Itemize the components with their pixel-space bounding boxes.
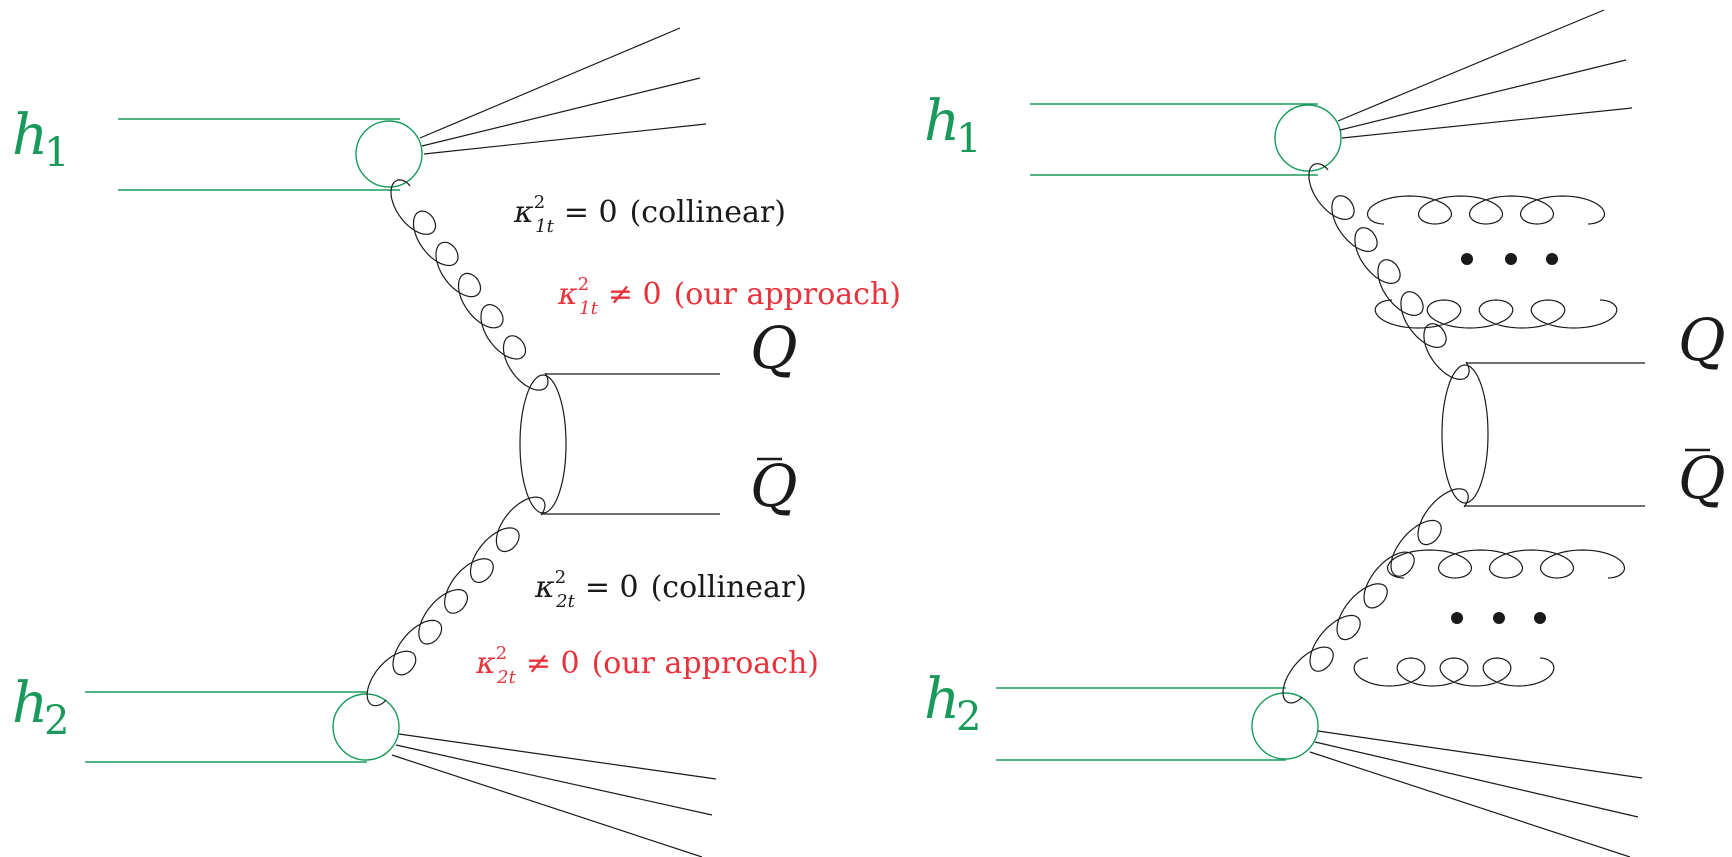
svg-text:h: h [924, 89, 960, 154]
svg-text:h: h [12, 671, 48, 736]
hadron-1-blob [355, 120, 423, 188]
hadron-2-beam-right [996, 687, 1319, 761]
svg-text:2: 2 [44, 698, 69, 744]
hadron-1-blob-right [1274, 104, 1342, 172]
quark-label-right: Q [1678, 306, 1726, 374]
quark-pair [519, 373, 720, 515]
ellipsis-top [1461, 253, 1558, 265]
hadron-2-beam [85, 691, 400, 763]
quark-pair-right [1441, 362, 1645, 507]
quark-label: Q [750, 314, 798, 382]
hadron-1-label-right: h 1 [924, 89, 981, 162]
hadron-1-remnants-right [1337, 9, 1633, 139]
svg-text:h: h [12, 103, 48, 168]
gluon-2-right [1282, 488, 1469, 704]
svg-text:2: 2 [956, 694, 981, 740]
antiquark-label: Q [750, 452, 798, 520]
hadron-2-blob-right [1251, 692, 1319, 760]
hadron-1-remnants [419, 27, 707, 155]
hadron-2-remnants-right [1309, 730, 1643, 857]
svg-text:Q: Q [750, 452, 798, 520]
svg-text:h: h [924, 667, 960, 732]
gluon-1 [390, 179, 549, 391]
gluon-2 [366, 496, 546, 707]
radiated-gluon-1b [1374, 299, 1618, 329]
hadron-2-remnants [391, 733, 717, 857]
svg-text:1: 1 [44, 130, 69, 176]
ellipsis-bottom [1451, 612, 1546, 624]
hard-vertex-right [1441, 364, 1489, 504]
hadron-1-label: h 1 [12, 103, 69, 176]
hadron-1-beam [118, 118, 423, 191]
hadron-2-label-right: h 2 [924, 667, 981, 740]
hadron-1-beam-right [1030, 103, 1342, 176]
hard-vertex [519, 374, 567, 514]
gluon-1-right [1308, 163, 1470, 381]
hadron-2-label: h 2 [12, 671, 69, 744]
svg-text:1: 1 [956, 116, 981, 162]
hadron-2-blob [332, 693, 400, 761]
radiated-gluon-2b [1353, 657, 1555, 687]
right-diagram: h 1 h 2 Q Q [924, 9, 1726, 857]
radiated-gluon-2a [1386, 549, 1626, 579]
antiquark-label-right: Q [1678, 444, 1726, 512]
svg-text:Q: Q [1678, 444, 1726, 512]
radiated-gluon-1a [1366, 195, 1606, 225]
